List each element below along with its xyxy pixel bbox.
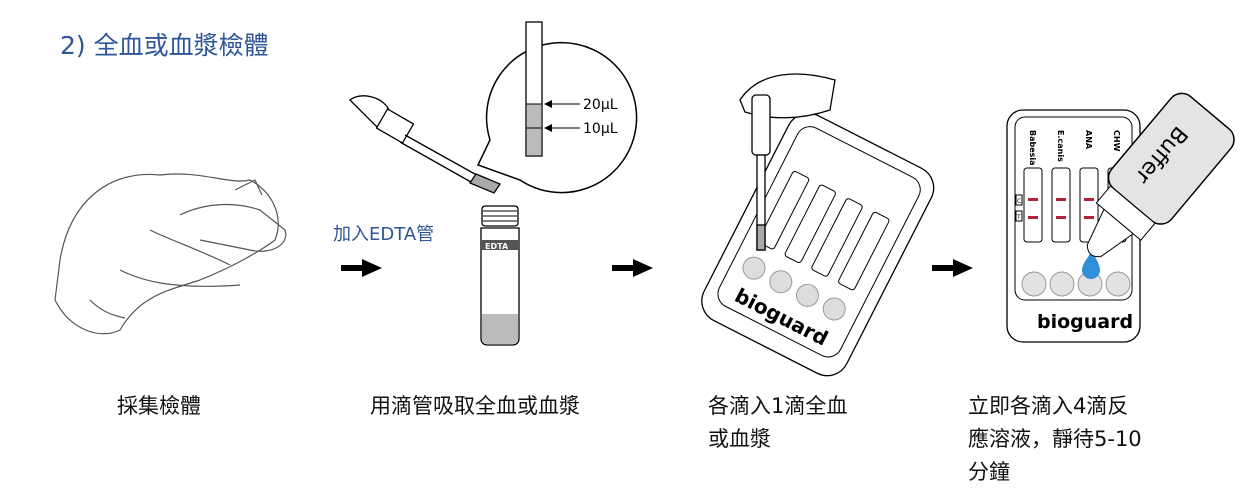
step-2-caption: 用滴管吸取全血或血漿 <box>370 390 580 423</box>
test-label: T <box>1016 214 1021 221</box>
arrow-icon <box>341 259 382 277</box>
test-ecanis: E.canis <box>1056 130 1065 162</box>
test-babesia: Babesia <box>1028 130 1037 166</box>
caption-line: 各滴入1滴全血 <box>708 394 848 418</box>
caption-line: 或血漿 <box>708 427 771 451</box>
step-1-caption: 採集檢體 <box>117 390 201 423</box>
mark-20ul: 20µL <box>583 97 618 113</box>
dropper-hand <box>739 73 836 251</box>
cassette-tilted: bioguard <box>701 112 935 377</box>
section-title: 2) 全血或血漿檢體 <box>60 31 269 60</box>
step-3-caption: 各滴入1滴全血 或血漿 <box>708 390 847 456</box>
edta-tube: EDTA <box>480 205 520 346</box>
mark-10ul: 10µL <box>583 121 618 137</box>
caption-line: 應溶液，靜待5-10 <box>968 427 1142 451</box>
buffer-bottle: Buffer <box>1086 92 1235 258</box>
arrow-icon <box>932 259 973 277</box>
pipette-illustration <box>349 95 501 194</box>
caption-line: 採集檢體 <box>117 394 201 418</box>
pipette-zoom-bubble: 20µL 10µL <box>476 21 638 194</box>
add-edta-label: 加入EDTA管 <box>333 224 435 245</box>
control-label: C <box>1017 198 1021 205</box>
step-4-caption: 立即各滴入4滴反 應溶液，靜待5-10 分鐘 <box>968 390 1142 489</box>
caption-line: 立即各滴入4滴反 <box>968 394 1129 418</box>
test-chw: CHW <box>1112 130 1121 152</box>
tube-label: EDTA <box>485 242 509 251</box>
test-ana: ANA <box>1084 130 1093 150</box>
cassette-upright: C T Babesia E.canis ANA CHW bioguard <box>1006 109 1141 343</box>
arrow-icon <box>612 259 653 277</box>
caption-line: 用滴管吸取全血或血漿 <box>370 394 580 418</box>
caption-line: 分鐘 <box>968 460 1010 484</box>
drop-icon <box>1082 250 1100 279</box>
cassette-brand-2: bioguard <box>1037 311 1133 333</box>
blood-collection-illustration <box>54 173 287 335</box>
